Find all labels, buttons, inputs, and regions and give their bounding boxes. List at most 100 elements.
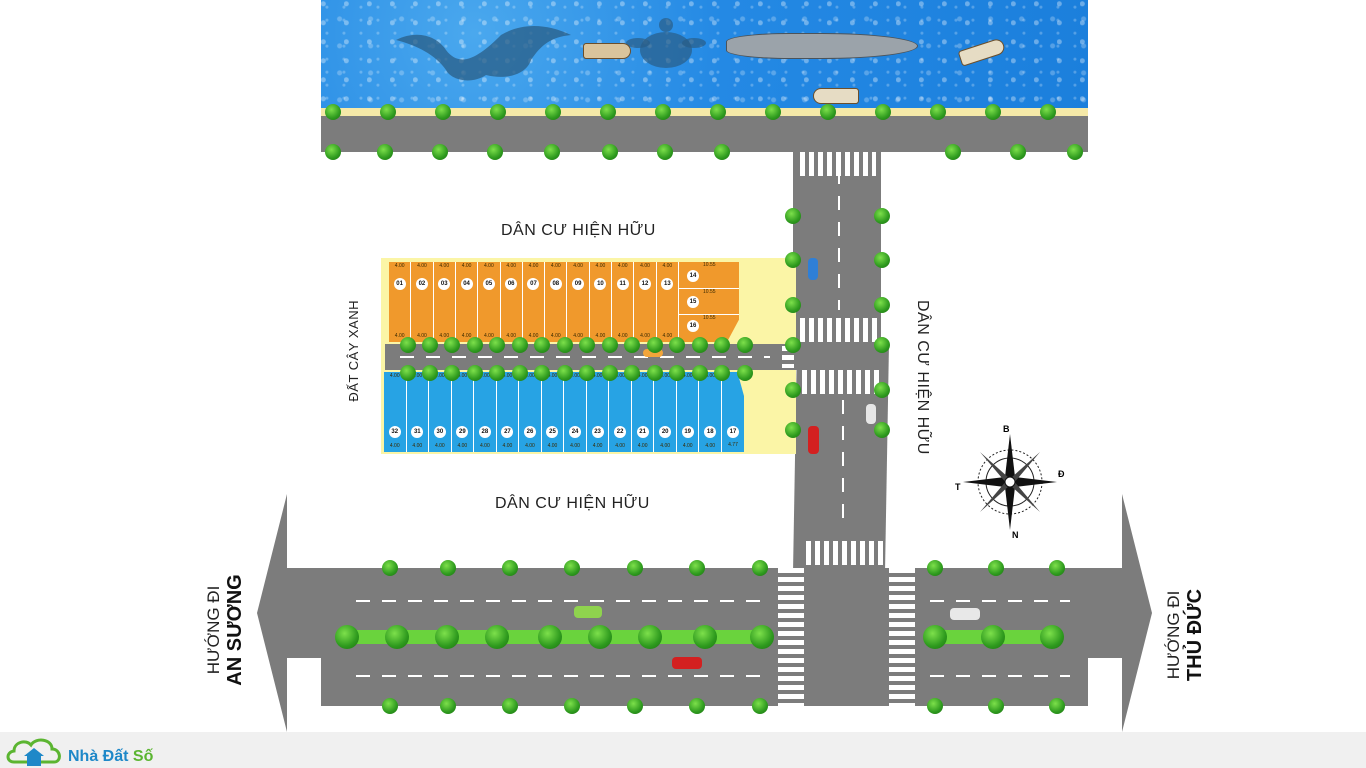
lot-number[interactable]: 07 xyxy=(527,278,540,290)
lot-number[interactable]: 17 xyxy=(727,426,739,438)
median-strip-west xyxy=(340,630,770,644)
lot-width-bottom: 4.00 xyxy=(682,443,693,449)
lot-width-bottom: 4.00 xyxy=(528,333,539,339)
lot-width-top: 4.00 xyxy=(502,373,513,379)
lot-32[interactable]: 4.00 32 4.00 xyxy=(384,372,407,452)
lot-width-bottom: 4.00 xyxy=(550,333,561,339)
lot-number[interactable]: 21 xyxy=(636,426,649,438)
lot-number[interactable]: 23 xyxy=(591,426,604,438)
direction-east-prefix: HƯỚNG ĐI xyxy=(1163,590,1183,680)
lane-divider xyxy=(930,675,1070,677)
lot-number[interactable]: 04 xyxy=(460,278,473,290)
lot-width-top: 4.00 xyxy=(457,373,468,379)
lot-27[interactable]: 4.00 27 4.00 xyxy=(496,372,520,452)
lot-width-top: 4.00 xyxy=(439,263,450,269)
dinosaur-silhouette-icon xyxy=(396,26,571,81)
lot-number[interactable]: 24 xyxy=(569,426,582,438)
lot-number[interactable]: 06 xyxy=(505,278,518,290)
river xyxy=(321,0,1088,112)
car-icon xyxy=(574,606,602,618)
crosswalk xyxy=(806,541,886,565)
car-icon xyxy=(808,426,819,454)
lot-number[interactable]: 03 xyxy=(438,278,451,290)
lot-number[interactable]: 25 xyxy=(546,426,559,438)
lot-number[interactable]: 11 xyxy=(616,278,629,290)
lot-number[interactable]: 27 xyxy=(501,426,514,438)
lot-number[interactable]: 16 xyxy=(687,320,699,332)
median-strip-east xyxy=(928,630,1058,644)
lot-number[interactable]: 08 xyxy=(549,278,562,290)
lot-number[interactable]: 32 xyxy=(388,426,401,438)
lot-number[interactable]: 30 xyxy=(433,426,446,438)
lot-corner-17[interactable]: 17 4.77 xyxy=(722,372,744,452)
lot-number[interactable]: 29 xyxy=(456,426,469,438)
lot-width-bottom: 4.00 xyxy=(502,443,513,449)
lot-number[interactable]: 05 xyxy=(482,278,495,290)
lot-number[interactable]: 10 xyxy=(594,278,607,290)
lot-width-top: 4.00 xyxy=(461,263,472,269)
lot-number[interactable]: 02 xyxy=(415,278,428,290)
lot-width-bottom: 4.00 xyxy=(389,443,400,449)
lot-number[interactable]: 26 xyxy=(523,426,536,438)
lot-width-top: 4.00 xyxy=(528,263,539,269)
ship-icon xyxy=(726,33,918,59)
label-existing-residents-east: DÂN CƯ HIỆN HỮU xyxy=(914,300,931,455)
lot-number[interactable]: 19 xyxy=(681,426,694,438)
lot-width-top: 4.00 xyxy=(525,373,535,379)
car-icon xyxy=(643,349,663,357)
lot-number[interactable]: 31 xyxy=(411,426,424,438)
lot-width-bottom: 4.00 xyxy=(617,333,628,339)
lot-number[interactable]: 20 xyxy=(659,426,672,438)
lot-number[interactable]: 12 xyxy=(639,278,652,290)
lot-number[interactable]: 01 xyxy=(393,278,406,290)
lot-width-top: 4.00 xyxy=(480,373,490,379)
lot-width-bottom: 4.00 xyxy=(637,443,648,449)
lot-number[interactable]: 09 xyxy=(572,278,585,290)
boat-icon xyxy=(813,88,859,104)
lane-divider xyxy=(838,170,840,310)
lot-width-bottom: 4.00 xyxy=(705,443,716,449)
lot-number[interactable]: 18 xyxy=(704,426,717,438)
turtle-silhouette-icon xyxy=(626,18,706,68)
arrow-right-icon xyxy=(1088,494,1152,732)
lot-number[interactable]: 13 xyxy=(661,278,674,290)
compass-north: B xyxy=(1003,424,1010,434)
lot-number[interactable]: 15 xyxy=(687,296,699,308)
lot-number[interactable]: 22 xyxy=(614,426,627,438)
lot-width-top: 4.00 xyxy=(389,373,400,379)
lot-width-top: 4.00 xyxy=(705,373,716,379)
lot-18[interactable]: 4.00 18 4.00 xyxy=(699,372,722,452)
lot-width-top: 4.00 xyxy=(595,263,606,269)
lot-width-top: 4.00 xyxy=(417,263,427,269)
lot-07[interactable]: 4.00 07 4.00 xyxy=(522,262,546,342)
connector-road-upper xyxy=(793,150,881,346)
lot-number[interactable]: 14 xyxy=(687,270,699,282)
lot-number[interactable]: 28 xyxy=(478,426,491,438)
lot-width-top: 4.00 xyxy=(660,373,671,379)
